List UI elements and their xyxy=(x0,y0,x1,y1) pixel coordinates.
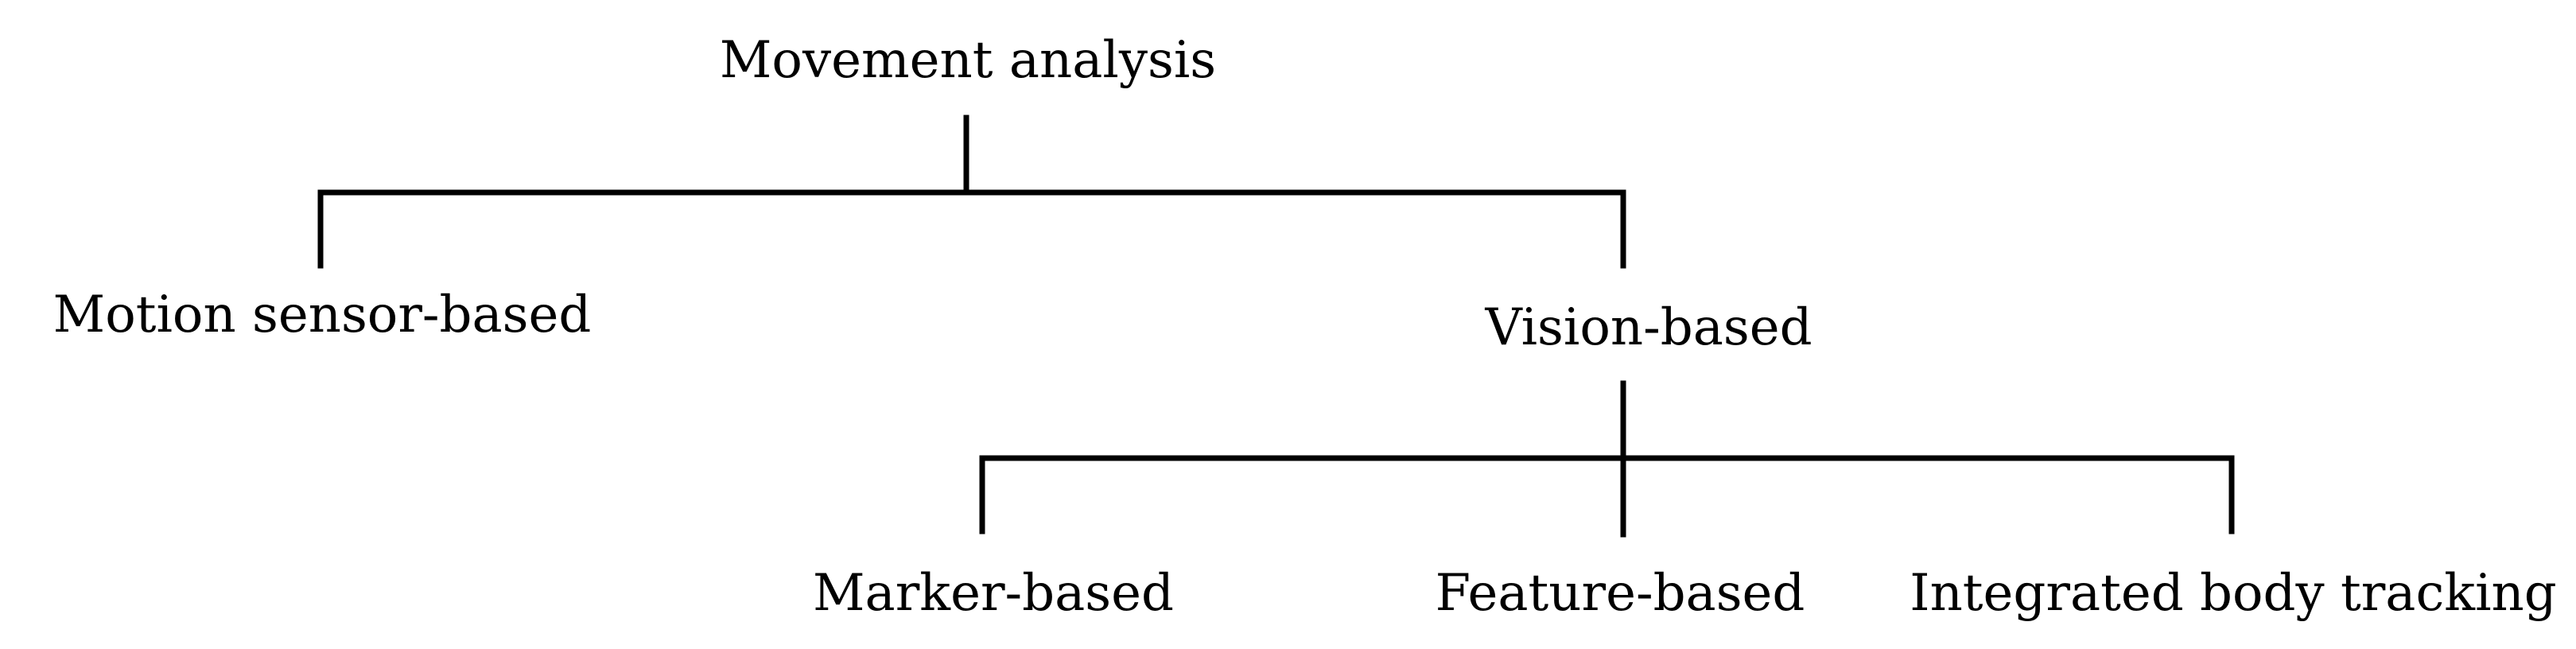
vision-node-label: Vision-based xyxy=(1484,298,1812,357)
motion-sensor-node-label: Motion sensor-based xyxy=(53,286,592,344)
root-node-label: Movement analysis xyxy=(720,31,1216,90)
root-connector xyxy=(317,115,1626,269)
vision-connector xyxy=(979,380,2235,538)
feature-node-label: Feature-based xyxy=(1436,564,1805,623)
integrated-node-label: Integrated body tracking xyxy=(1910,564,2556,623)
marker-node-label: Marker-based xyxy=(813,564,1174,623)
